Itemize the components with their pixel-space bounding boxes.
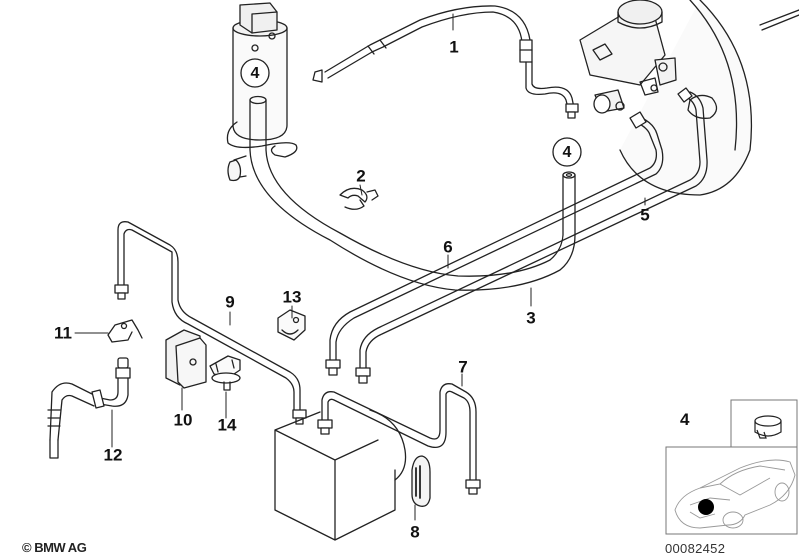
callout-12[interactable]: 12 <box>103 445 123 465</box>
rubber-mount-10 <box>165 329 207 389</box>
hose-clip-2 <box>339 187 379 210</box>
brake-pipe-7 <box>317 383 481 495</box>
brake-pipe-6 <box>355 87 708 384</box>
circle-reference-4-reservoir <box>240 58 270 88</box>
callout-14[interactable]: 14 <box>217 415 237 435</box>
callout-4-reservoir[interactable]: 4 <box>250 65 260 82</box>
callout-11[interactable]: 11 <box>54 323 72 343</box>
callout-10[interactable]: 10 <box>173 410 193 430</box>
pipe-clip-14 <box>209 355 241 391</box>
brake-hose-1 <box>312 5 579 119</box>
callout-1[interactable]: 1 <box>449 37 459 57</box>
callout-6[interactable]: 6 <box>443 237 453 257</box>
brake-pipe-9 <box>114 221 307 425</box>
vent-hose-3 <box>249 95 576 291</box>
brake-hose-12 <box>47 357 131 459</box>
car-outline <box>674 459 796 529</box>
callout-13[interactable]: 13 <box>282 287 302 307</box>
inset-panel <box>665 399 798 535</box>
document-number: 00082452 <box>665 541 726 556</box>
hydraulic-unit <box>274 409 407 541</box>
callout-2[interactable]: 2 <box>356 166 366 186</box>
callout-3[interactable]: 3 <box>526 308 536 328</box>
callout-8[interactable]: 8 <box>410 522 420 542</box>
leader-lines <box>74 13 646 521</box>
circle-reference-4-hose-end <box>552 137 582 167</box>
reservoir-cylinder <box>226 2 298 182</box>
pipe-holder-13 <box>277 309 306 341</box>
callout-4-hose-end[interactable]: 4 <box>562 144 572 161</box>
inset-part-label: 4 <box>680 410 690 429</box>
hose-clamp-illustration <box>754 415 782 439</box>
callout-9[interactable]: 9 <box>225 292 235 312</box>
grommet-8 <box>411 455 431 507</box>
brake-pipe-5 <box>325 111 664 376</box>
copyright-notice: © BMW AG <box>22 540 87 555</box>
location-marker <box>698 499 714 515</box>
callout-7[interactable]: 7 <box>458 357 468 377</box>
bracket-11 <box>107 319 143 343</box>
callout-5[interactable]: 5 <box>640 205 650 225</box>
